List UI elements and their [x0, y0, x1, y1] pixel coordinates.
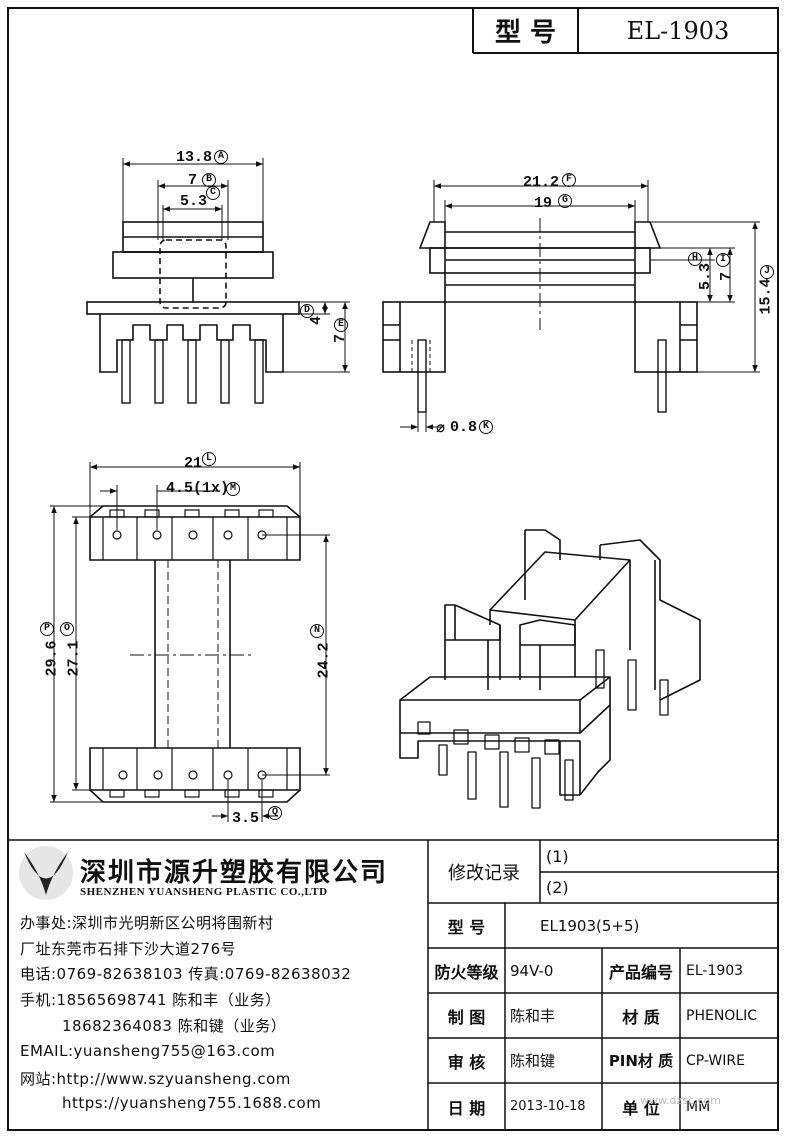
marker-A: A: [214, 150, 228, 164]
company-name-cn: 深圳市源升塑胶有限公司: [80, 858, 389, 888]
date-label: 日 期: [447, 1098, 486, 1118]
dim-J: 15.4: [757, 278, 775, 315]
fire-value: 94V-0: [510, 961, 554, 980]
dim-K: 0.8: [450, 419, 478, 436]
material-label: 材 质: [622, 1007, 660, 1027]
drawn-value: 陈和丰: [510, 1007, 556, 1025]
revision-2: (2): [546, 878, 569, 897]
marker-E: E: [334, 318, 348, 332]
marker-B: B: [202, 173, 216, 187]
website-1: 网站:http://www.szyuansheng.com: [20, 1070, 291, 1088]
marker-O: O: [60, 622, 74, 636]
model-label: 型 号: [447, 917, 486, 937]
unit-label: 单 位: [622, 1098, 660, 1118]
dim-C: 5.3: [180, 193, 208, 210]
bottom-view: [89, 505, 301, 803]
unit-value: MM: [686, 1098, 711, 1115]
factory-address: 厂址东莞市石排下沙大道276号: [20, 940, 237, 958]
website-2: https://yuansheng755.1688.com: [62, 1094, 322, 1112]
drawing-frame: [7, 7, 779, 1131]
marker-Q: Q: [268, 806, 282, 820]
pin-material-value: CP-WIRE: [686, 1052, 745, 1069]
dim-P: 29.6: [43, 640, 61, 677]
dim-I: 7: [718, 271, 736, 282]
drawn-label: 制 图: [447, 1007, 486, 1027]
front-view: [86, 221, 300, 404]
dia-symbol: ⌀: [436, 421, 446, 438]
marker-G: G: [558, 194, 572, 208]
header-model-label: 型 号: [494, 18, 557, 48]
company-name-en: SHENZHEN YUANSHENG PLASTIC CO.,LTD: [80, 886, 328, 898]
dim-M: 4.5(1x): [166, 480, 230, 497]
review-label: 审 核: [447, 1052, 486, 1072]
model-value: EL1903(5+5): [540, 916, 640, 935]
mobile-1: 手机:18565698741 陈和丰（业务）: [20, 991, 281, 1009]
title-block-lines: [8, 839, 778, 1130]
marker-L: L: [202, 452, 216, 466]
watermark: www.dzsc.com: [640, 1093, 722, 1107]
bottom-view-dimensions: [50, 462, 330, 822]
marker-D: D: [300, 304, 314, 318]
dim-H: 5.3: [697, 262, 715, 291]
phone-fax: 电话:0769-82638103 传真:0769-82638032: [20, 965, 352, 983]
marker-C: C: [206, 186, 220, 200]
dim-N: 24.2: [315, 642, 333, 679]
marker-H: H: [688, 252, 702, 266]
marker-I: I: [716, 253, 730, 267]
product-no-label: 产品编号: [608, 962, 673, 982]
header-model-value: EL-1903: [626, 16, 730, 45]
side-view: [382, 218, 698, 413]
marker-F: F: [562, 173, 576, 187]
isometric-view: [399, 529, 701, 809]
dim-L: 21: [184, 455, 203, 472]
product-no-value: EL-1903: [686, 962, 744, 979]
dim-O: 27.1: [65, 640, 83, 677]
side-view-dimensions: [400, 180, 760, 432]
material-value: PHENOLIC: [686, 1007, 758, 1024]
review-value: 陈和键: [510, 1052, 556, 1070]
dim-A: 13.8: [176, 149, 213, 166]
marker-J: J: [760, 265, 774, 279]
dim-D: 4: [308, 315, 326, 326]
revision-label: 修改记录: [448, 862, 520, 884]
marker-P: P: [40, 622, 54, 636]
dim-G: 19: [534, 195, 553, 212]
dim-E: 7: [332, 333, 350, 344]
company-logo: [19, 846, 73, 900]
mobile-2: 18682364083 陈和键（业务）: [62, 1017, 287, 1035]
email: EMAIL:yuansheng755@163.com: [20, 1042, 276, 1060]
dim-F: 21.2: [523, 174, 560, 191]
dim-B: 7: [188, 172, 198, 189]
date-value: 2013-10-18: [510, 1099, 586, 1114]
marker-M: M: [226, 482, 240, 496]
marker-N: N: [310, 624, 324, 638]
pin-material-label: PIN材 质: [608, 1052, 674, 1070]
marker-K: K: [479, 420, 493, 434]
header-box: [472, 8, 778, 54]
office-address: 办事处:深圳市光明新区公明将围新村: [20, 914, 274, 932]
front-view-dimensions: [122, 158, 350, 373]
fire-label: 防火等级: [434, 962, 499, 982]
revision-1: (1): [546, 846, 569, 866]
dim-Q: 3.5: [232, 810, 260, 827]
